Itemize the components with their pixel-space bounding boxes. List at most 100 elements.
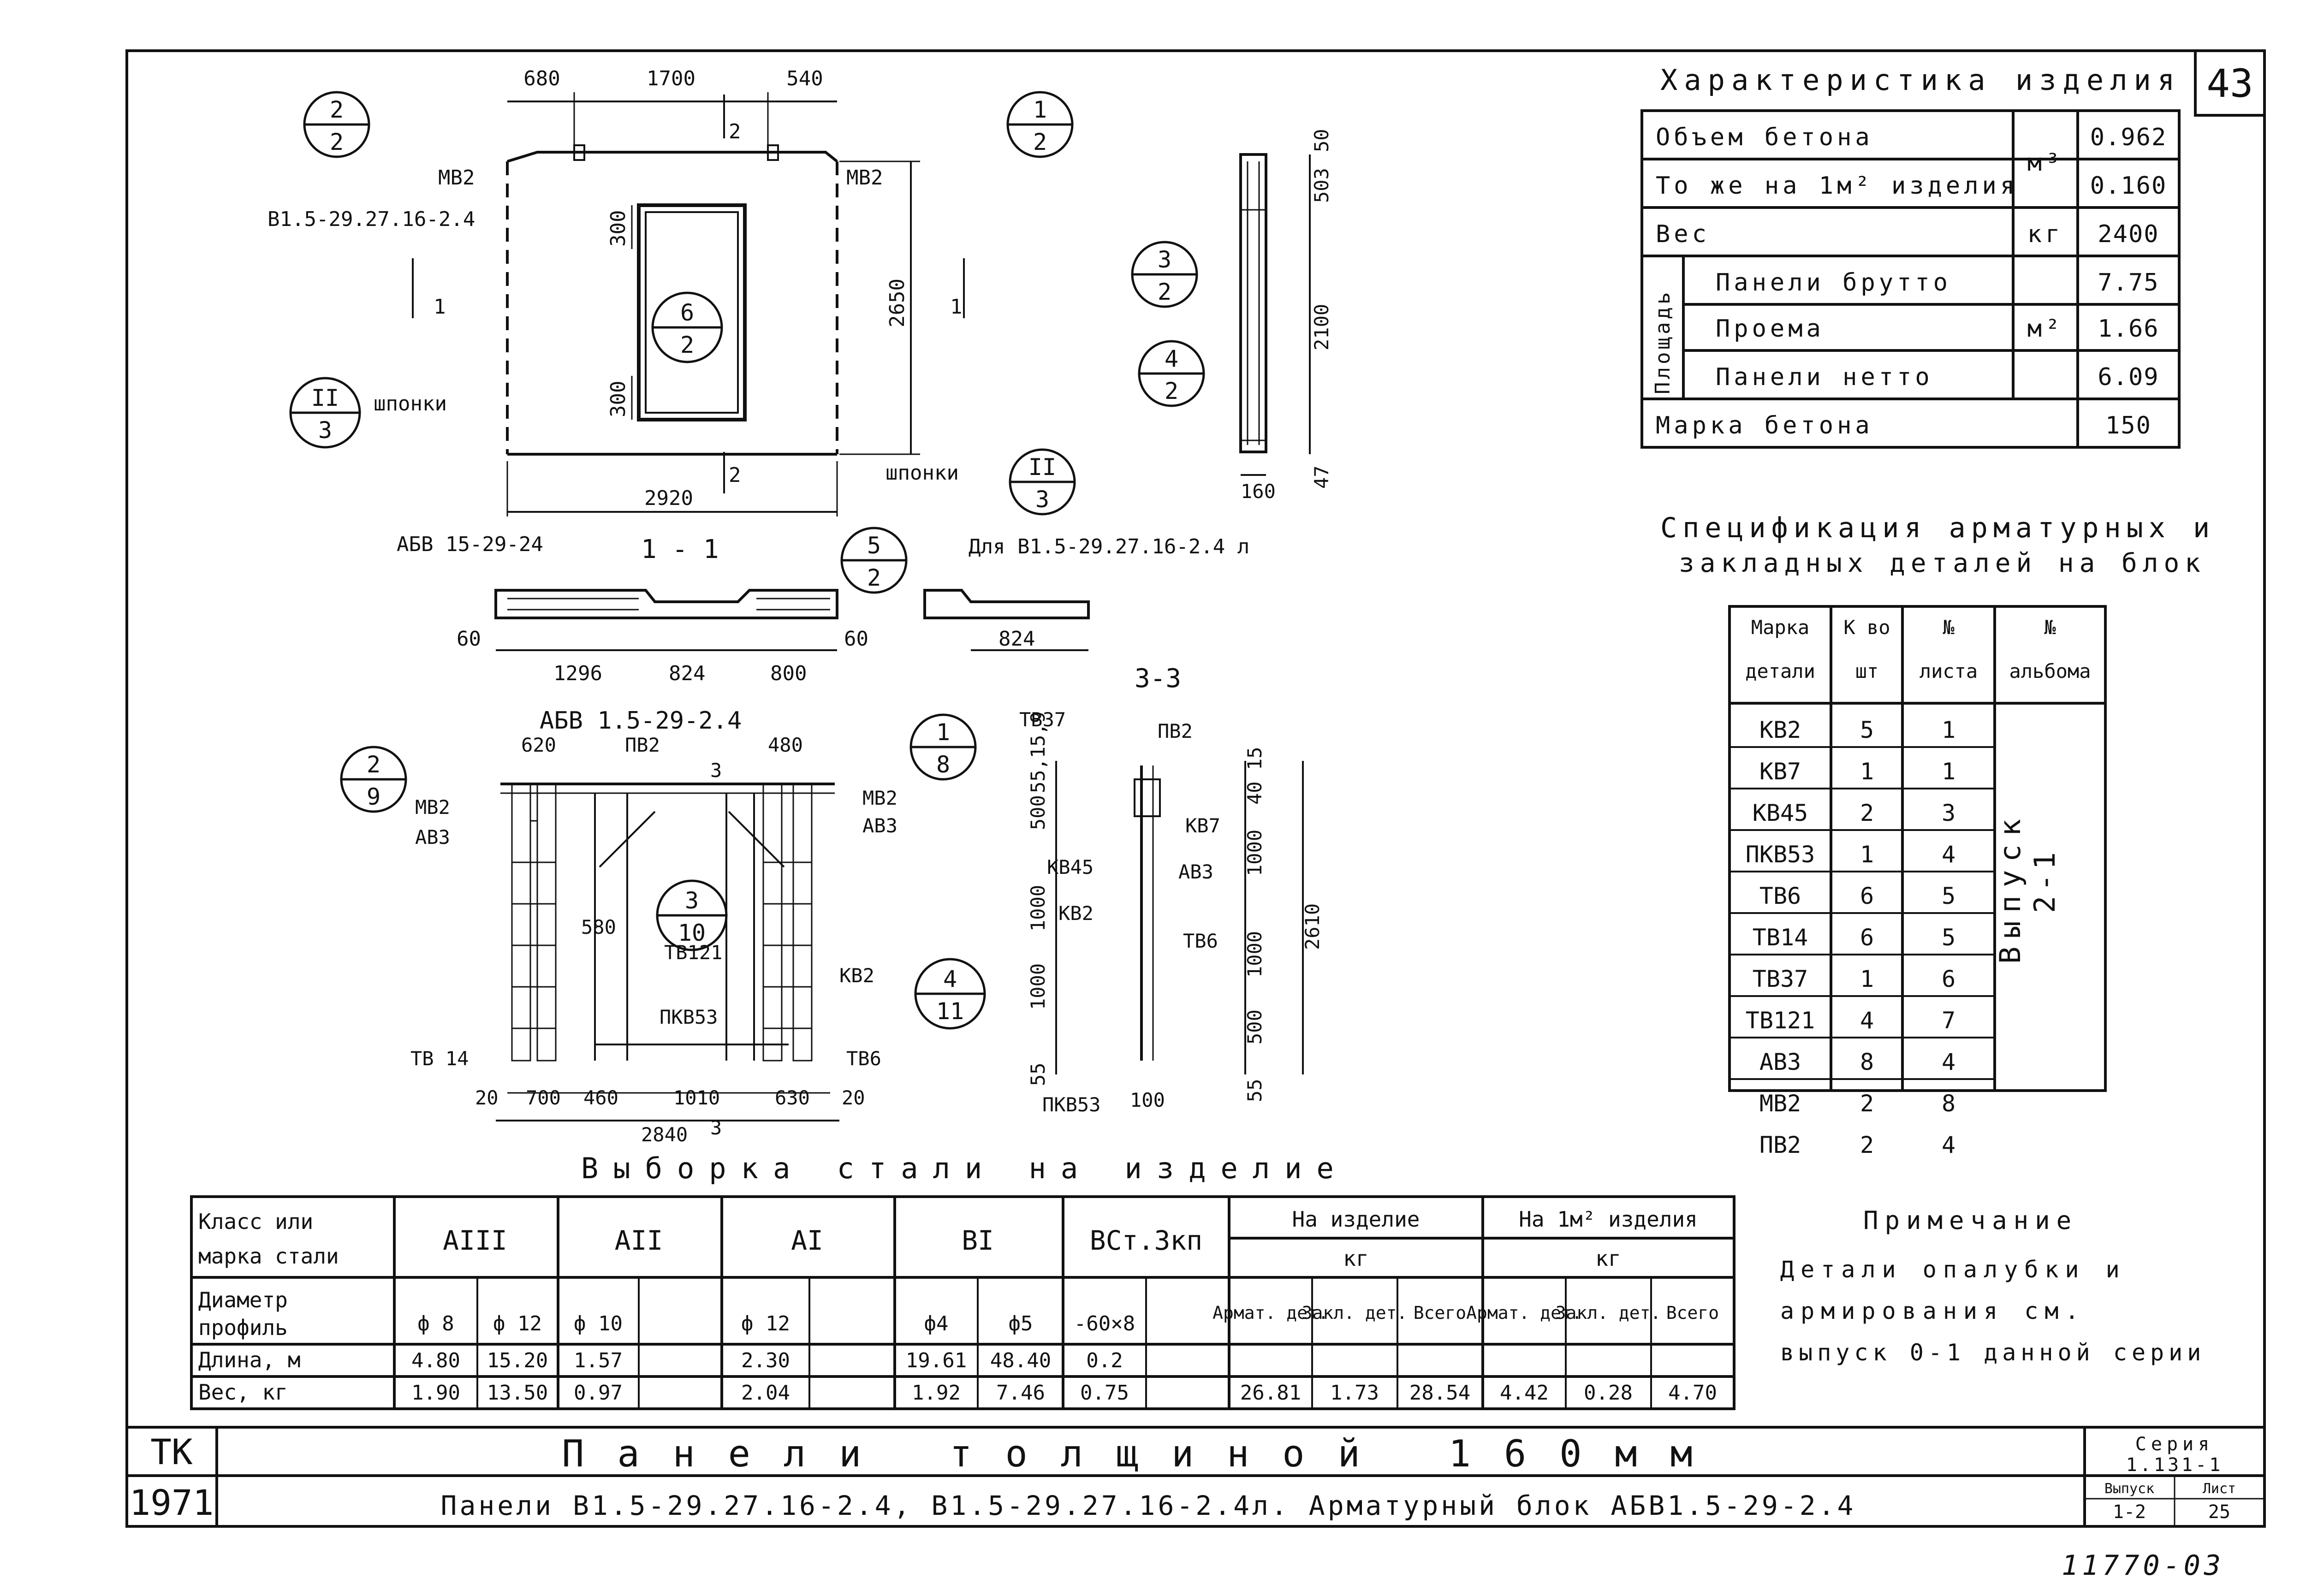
block-label: КВ2 bbox=[839, 964, 874, 987]
char-value: 0.962 bbox=[2090, 124, 2167, 151]
steel-label: Диаметр bbox=[198, 1287, 288, 1312]
callout-den: 2 bbox=[1165, 378, 1178, 404]
steel-table bbox=[190, 1195, 1735, 1410]
characteristics-table bbox=[1640, 109, 2181, 449]
steel-group: На 1м² изделия bbox=[1519, 1207, 1698, 1232]
side-dim: 503 bbox=[1310, 168, 1333, 203]
section-1-1-drawing bbox=[494, 589, 1090, 651]
spec-sheet-cell: 1 bbox=[1942, 758, 1955, 785]
section-dim: 1296 bbox=[553, 662, 602, 685]
steel-lengths-cell: 1.57 bbox=[574, 1349, 623, 1372]
block-dim: 1010 bbox=[673, 1086, 720, 1109]
spec-qty-cell: 1 bbox=[1860, 966, 1874, 992]
steel-weights-cell: 1.92 bbox=[912, 1381, 961, 1405]
section-mark: 2 bbox=[729, 120, 741, 143]
section-label: АВ3 bbox=[1178, 860, 1213, 883]
steel-total: 26.81 bbox=[1240, 1381, 1301, 1405]
spec-sheet-cell: 6 bbox=[1942, 966, 1955, 992]
char-row-label: Панели брутто bbox=[1716, 269, 1951, 297]
steel-total: 4.42 bbox=[1500, 1381, 1549, 1405]
front-dim: 300 bbox=[606, 381, 630, 417]
callout-num: 1 bbox=[1033, 96, 1047, 123]
char-row-label: Панели нетто bbox=[1716, 363, 1933, 391]
char-row-label: Вес bbox=[1656, 220, 1710, 248]
steel-label: Класс или bbox=[198, 1209, 313, 1234]
block-label: ТВ6 bbox=[846, 1047, 881, 1070]
callout-den: 10 bbox=[678, 920, 706, 946]
note-line: Детали опалубки и bbox=[1780, 1256, 2126, 1283]
spec-album-line1: Выпуск bbox=[1993, 811, 2027, 964]
steel-group: кг bbox=[1595, 1246, 1621, 1271]
steel-group: кг bbox=[1343, 1246, 1368, 1271]
steel-weights-cell: 13.50 bbox=[487, 1381, 548, 1405]
section-label: ПВ2 bbox=[1158, 720, 1193, 742]
spec-header: К во bbox=[1843, 616, 1890, 639]
spec-qty-cell: 2 bbox=[1860, 800, 1874, 826]
note-line: армирования см. bbox=[1780, 1298, 2086, 1324]
section-dim: 1000 bbox=[1243, 931, 1266, 978]
callout-num: 2 bbox=[367, 751, 380, 778]
spec-mark-cell: ТВ6 bbox=[1759, 883, 1801, 909]
section-dim: 800 bbox=[770, 662, 807, 685]
side-dim: 2100 bbox=[1310, 304, 1333, 350]
front-dim: 2920 bbox=[644, 487, 693, 510]
steel-subheader: Всего bbox=[1414, 1303, 1466, 1323]
spec-mark-cell: ПВ2 bbox=[1759, 1132, 1801, 1158]
steel-label: марка стали bbox=[198, 1244, 339, 1269]
steel-title: Выборка стали на изделие bbox=[581, 1151, 1349, 1185]
spec-qty-cell: 5 bbox=[1860, 717, 1874, 743]
spec-mark-cell: ТВ14 bbox=[1753, 924, 1808, 951]
section-dim: 60 bbox=[457, 627, 481, 651]
reinforcement-block-drawing bbox=[496, 783, 839, 1121]
front-label: В1.5-29.27.16-2.4 bbox=[267, 208, 475, 231]
block-dim: 700 bbox=[526, 1086, 561, 1109]
spec-sheet-cell: 3 bbox=[1942, 800, 1955, 826]
spec-title-line1: Спецификация арматурных и bbox=[1660, 512, 2215, 544]
steel-profiles-cell: ф4 bbox=[924, 1312, 949, 1335]
section-dim: 1000 bbox=[1243, 830, 1266, 876]
issue-label: Выпуск bbox=[2104, 1481, 2154, 1497]
side-dim: 47 bbox=[1310, 465, 1333, 489]
char-value: 6.09 bbox=[2098, 363, 2159, 391]
callout-den: 2 bbox=[1033, 129, 1047, 155]
callout-den: 3 bbox=[1035, 486, 1049, 513]
spec-mark-cell: ПКВ53 bbox=[1746, 841, 1815, 868]
spec-mark-cell: КВ2 bbox=[1759, 717, 1801, 743]
steel-weights-cell: 0.97 bbox=[574, 1381, 623, 1405]
callout-num: 1 bbox=[936, 719, 950, 746]
steel-lengths-cell: 0.2 bbox=[1086, 1349, 1123, 1372]
callout-den: 2 bbox=[867, 564, 881, 591]
side-dim: 50 bbox=[1310, 129, 1333, 152]
steel-lengths-cell: 19.61 bbox=[906, 1349, 967, 1372]
section-dim: 40 bbox=[1243, 781, 1266, 805]
block-dim: 620 bbox=[521, 734, 556, 756]
steel-weights-cell: 1.90 bbox=[411, 1381, 460, 1405]
steel-lengths-cell: 48.40 bbox=[990, 1349, 1051, 1372]
char-value: 150 bbox=[2105, 412, 2151, 439]
spec-mark-cell: МВ2 bbox=[1759, 1090, 1801, 1117]
spec-mark-cell: ТВ37 bbox=[1753, 966, 1808, 992]
spec-mark-cell: ТВ121 bbox=[1746, 1007, 1815, 1034]
callout-den: 3 bbox=[318, 417, 332, 444]
spec-header: № bbox=[2044, 616, 2056, 639]
block-label: МВ2 bbox=[862, 787, 897, 809]
steel-subheader: Закл. дет. bbox=[1302, 1303, 1408, 1323]
char-unit: кг bbox=[2027, 220, 2064, 248]
main-title: Панели толщиной 160мм bbox=[562, 1432, 1725, 1475]
steel-label: Вес, кг bbox=[198, 1380, 288, 1405]
front-dim: 680 bbox=[523, 67, 560, 90]
steel-label: профиль bbox=[198, 1315, 288, 1340]
steel-total: 28.54 bbox=[1409, 1381, 1470, 1405]
section-mark: 3 bbox=[710, 1116, 722, 1139]
series-label: Серия bbox=[2135, 1434, 2214, 1455]
char-area-label: Площадь bbox=[1651, 290, 1675, 394]
steel-weights-cell: 0.75 bbox=[1080, 1381, 1129, 1405]
section-dim: 824 bbox=[998, 627, 1035, 651]
spec-mark-cell: АВ3 bbox=[1759, 1049, 1801, 1075]
block-dim: 460 bbox=[583, 1086, 618, 1109]
section-dim: 1000 bbox=[1027, 963, 1049, 1010]
char-value: 2400 bbox=[2098, 220, 2159, 248]
block-dim: 2840 bbox=[641, 1123, 688, 1146]
steel-profiles-cell: ф 8 bbox=[417, 1312, 454, 1335]
